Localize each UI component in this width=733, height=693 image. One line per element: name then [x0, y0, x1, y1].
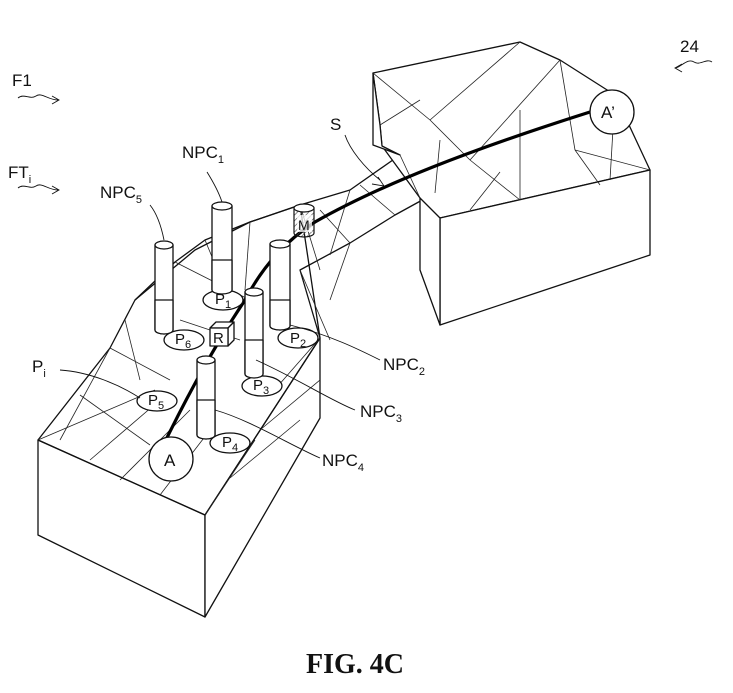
r-box: R	[209, 321, 235, 347]
label-pi: Pi	[32, 357, 46, 380]
label-npc5: NPC5	[100, 183, 142, 206]
m-marker: M	[293, 203, 315, 238]
ellipse-p2	[277, 327, 319, 349]
label-npc1: NPC1	[182, 143, 224, 166]
label-a-prime: A’	[601, 103, 615, 122]
label-ft: FTi	[8, 163, 31, 186]
squiggle-arrows	[17, 60, 713, 195]
label-ref-number: 24	[680, 37, 699, 56]
label-npc2: NPC2	[383, 355, 425, 378]
label-npc4: NPC4	[322, 451, 364, 474]
position-markers	[136, 289, 319, 454]
endpoint-a-prime	[589, 89, 635, 135]
label-s: S	[330, 115, 341, 134]
label-p2: P2	[290, 330, 306, 350]
ellipse-p6	[163, 329, 205, 351]
cylinder-stems-front	[154, 259, 291, 440]
terrain-left-wall	[372, 72, 401, 156]
figure-caption: FIG. 4C	[306, 649, 404, 680]
leader-lines	[59, 134, 385, 459]
label-a: A	[164, 451, 176, 470]
m-label: M	[298, 217, 310, 233]
terrain-right-notch	[419, 197, 441, 326]
ellipse-p4	[209, 432, 251, 454]
labels: F1 FTi 24 S NPC1 NPC5 NPC2 NPC3 NPC4 Pi …	[8, 37, 699, 680]
label-p3: P3	[253, 377, 269, 397]
label-f1: F1	[12, 71, 32, 90]
ellipse-p5	[136, 390, 178, 412]
label-p4: P4	[222, 434, 238, 454]
arrow-ft	[17, 184, 59, 191]
label-p5: P5	[148, 392, 164, 412]
label-p1: P1	[215, 291, 231, 311]
arrow-f1	[17, 94, 59, 101]
endpoint-a	[148, 436, 194, 482]
r-label: R	[213, 330, 224, 347]
label-p6: P6	[175, 331, 191, 351]
arrow-24	[675, 60, 713, 69]
label-npc3: NPC3	[360, 402, 402, 425]
terrain-block	[37, 41, 651, 618]
